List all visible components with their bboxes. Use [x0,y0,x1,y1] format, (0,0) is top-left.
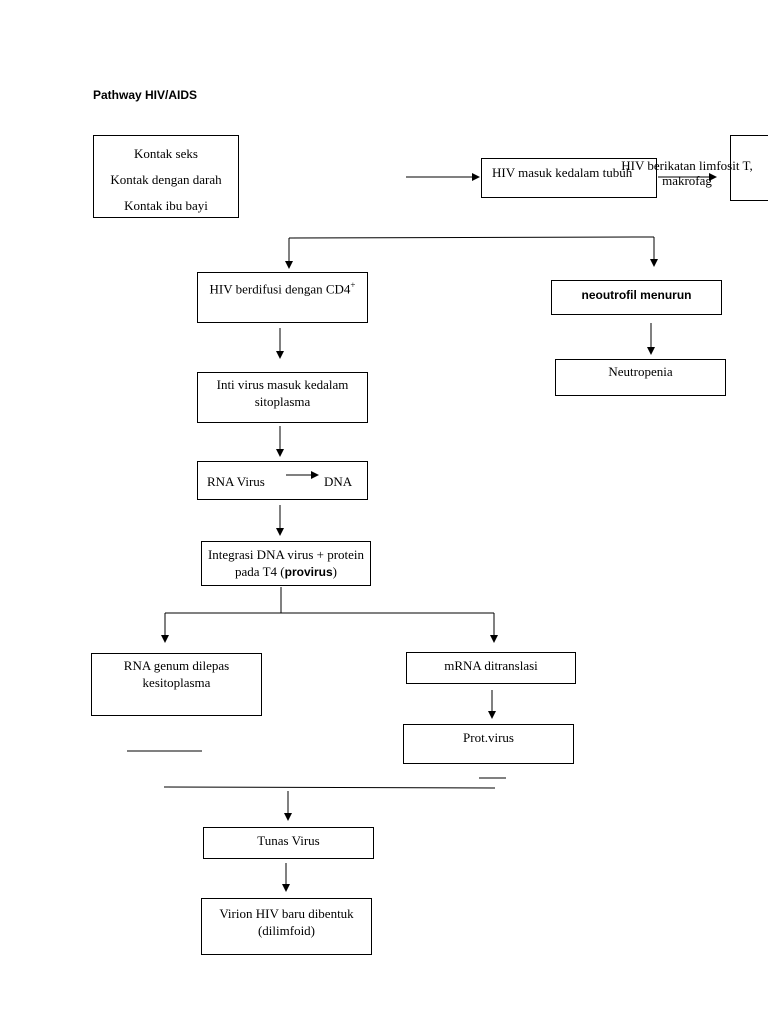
sources-box: Kontak seks Kontak dengan darah Kontak i… [93,135,239,218]
neutropenia-label: Neutropenia [608,364,673,379]
source-item: Kontak seks [134,146,198,161]
diffuse-text: HIV berdifusi dengan CD4 [209,281,351,297]
hiv-bind-box [730,135,768,201]
source-item: Kontak ibu bayi [124,198,208,213]
rna-label: RNA Virus [207,474,265,489]
virion-box: Virion HIV baru dibentuk (dilimfoid) [201,898,372,955]
hiv-enter-box: HIV masuk kedalam tubuh [481,158,657,198]
integration-box: Integrasi DNA virus + protein pada T4 (p… [201,541,371,586]
bud-box: Tunas Virus [203,827,374,859]
page-title: Pathway HIV/AIDS [93,88,198,102]
hiv-enter-label: HIV masuk kedalam tubuh [492,165,633,180]
dna-label: DNA [324,474,353,489]
mrna-label: mRNA ditranslasi [444,658,538,673]
virion-label: Virion HIV baru dibentuk (dilimfoid) [219,906,354,938]
merge-line [163,786,496,789]
bud-label: Tunas Virus [257,833,320,848]
source-item: Kontak dengan darah [110,172,222,187]
neutrophil-box: neoutrofil menurun [551,280,722,315]
core-enter-label: Inti virus masuk kedalam sitoplasma [216,377,349,409]
integration-text: Integrasi DNA virus + protein pada T4 ( [207,547,365,579]
rna-genome-box: RNA genum dilepas kesitoplasma [91,653,262,716]
diffuse-label: HIV berdifusi dengan CD4+ [198,277,367,297]
rna-dna-box: RNA Virus DNA [197,461,368,500]
neutropenia-box: Neutropenia [555,359,726,396]
diffuse-sup: + [350,280,356,290]
integration-end: ) [332,564,337,579]
diffuse-box: HIV berdifusi dengan CD4+ [197,272,368,323]
mrna-box: mRNA ditranslasi [406,652,576,684]
prot-box: Prot.virus [403,724,574,764]
integration-bold: provirus [284,565,333,579]
rna-genome-label: RNA genum dilepas kesitoplasma [123,658,230,690]
split-line-top [288,236,655,239]
neutrophil-label: neoutrofil menurun [581,288,692,302]
prot-label: Prot.virus [463,730,514,745]
core-enter-box: Inti virus masuk kedalam sitoplasma [197,372,368,423]
